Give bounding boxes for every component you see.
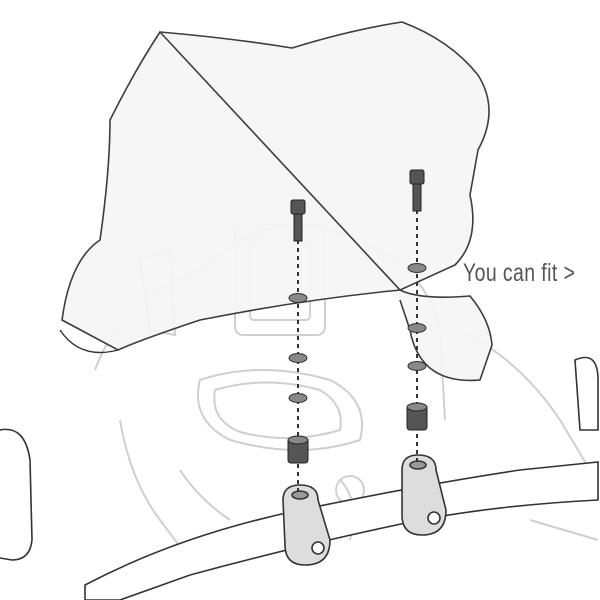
you-can-fit-caption: You can fit >: [463, 259, 576, 287]
windscreen: [61, 21, 493, 382]
left-bolt: [290, 199, 306, 242]
left-clamp: [282, 484, 331, 566]
right-clamp: [401, 454, 447, 536]
right-washers: [407, 263, 427, 371]
left-spacer: [287, 435, 309, 464]
right-spacer: [406, 402, 428, 431]
left-washers: [288, 293, 308, 403]
right-bolt: [409, 169, 425, 212]
